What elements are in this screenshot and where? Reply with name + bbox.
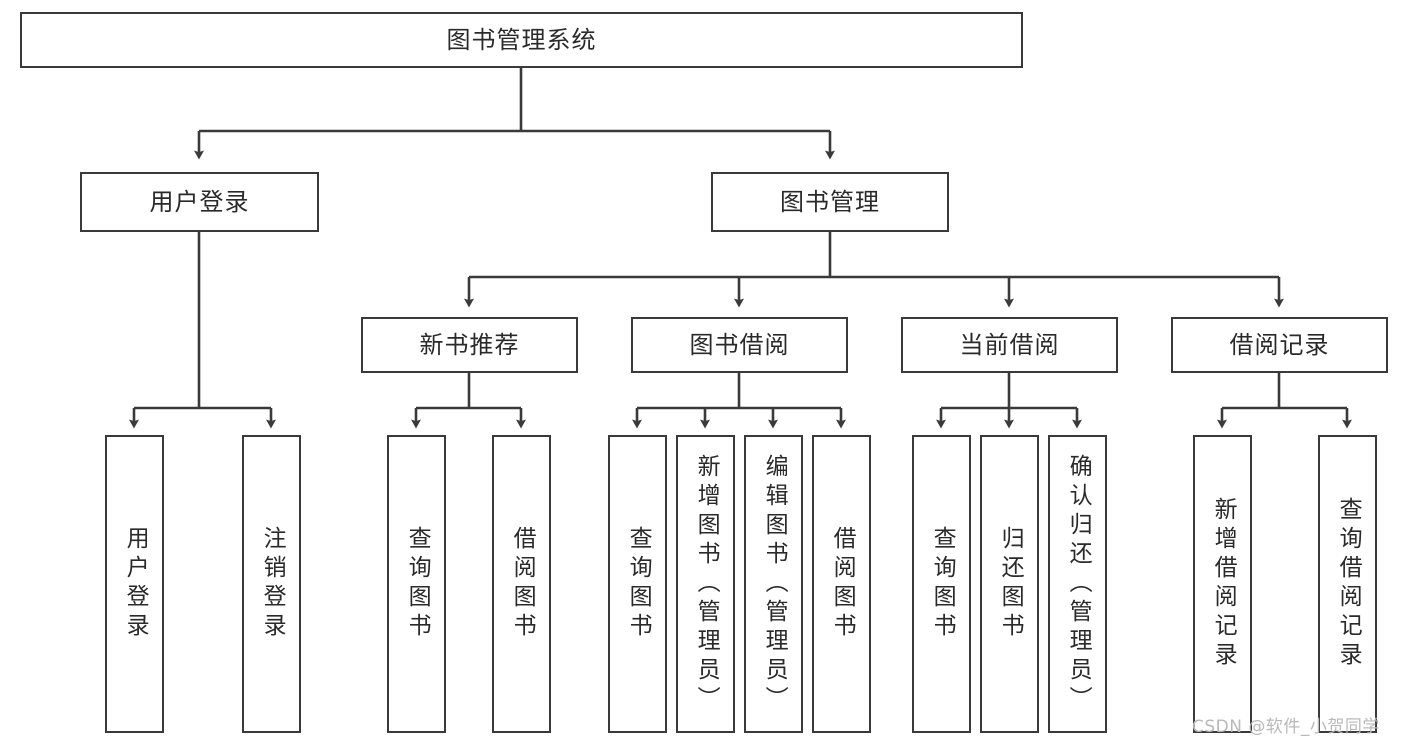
- leaf-book-borrow-edit[interactable]: 编辑图书（管理员）: [744, 435, 803, 733]
- leaf-user-login-login[interactable]: 用户登录: [105, 435, 164, 733]
- leaf-book-borrow-borrow[interactable]: 借阅图书: [812, 435, 871, 733]
- node-user-login[interactable]: 用户登录: [80, 172, 319, 232]
- node-label: 新增借阅记录: [1210, 497, 1237, 671]
- node-label: 新书推荐: [419, 330, 520, 359]
- leaf-book-borrow-query[interactable]: 查询图书: [608, 435, 667, 733]
- leaf-book-borrow-add[interactable]: 新增图书（管理员）: [676, 435, 735, 733]
- node-label: 确认归还（管理员）: [1065, 453, 1092, 715]
- leaf-new-book-borrow[interactable]: 借阅图书: [492, 435, 551, 733]
- node-root-system[interactable]: 图书管理系统: [20, 12, 1023, 68]
- leaf-borrow-record-query[interactable]: 查询借阅记录: [1318, 435, 1377, 733]
- node-label: 查询图书: [625, 526, 652, 642]
- node-book-borrow[interactable]: 图书借阅: [631, 317, 848, 373]
- node-label: 查询借阅记录: [1335, 497, 1362, 671]
- node-label: 编辑图书（管理员）: [761, 453, 788, 715]
- node-current-borrow[interactable]: 当前借阅: [901, 317, 1118, 373]
- node-label: 归还图书: [997, 526, 1024, 642]
- node-label: 图书管理: [780, 187, 880, 216]
- node-label: 注销登录: [259, 526, 286, 642]
- node-label: 新增图书（管理员）: [693, 453, 720, 715]
- node-label: 查询图书: [929, 526, 956, 642]
- node-label: 图书借阅: [689, 330, 790, 359]
- node-label: 查询图书: [404, 526, 431, 642]
- leaf-borrow-record-add[interactable]: 新增借阅记录: [1193, 435, 1252, 733]
- csdn-watermark: CSDN @软件_小贺同学: [1192, 717, 1380, 737]
- leaf-new-book-query[interactable]: 查询图书: [387, 435, 446, 733]
- node-label: 借阅记录: [1229, 330, 1330, 359]
- node-label: 用户登录: [149, 187, 250, 216]
- leaf-current-borrow-return[interactable]: 归还图书: [980, 435, 1039, 733]
- node-label: 借阅图书: [829, 526, 856, 642]
- node-label: 用户登录: [122, 526, 149, 642]
- node-new-book-recommend[interactable]: 新书推荐: [361, 317, 578, 373]
- leaf-current-borrow-confirm[interactable]: 确认归还（管理员）: [1048, 435, 1107, 733]
- leaf-user-login-logout[interactable]: 注销登录: [242, 435, 301, 733]
- node-label: 借阅图书: [509, 526, 536, 642]
- node-book-management[interactable]: 图书管理: [711, 172, 949, 232]
- node-borrow-record[interactable]: 借阅记录: [1171, 317, 1388, 373]
- node-label: 当前借阅: [959, 330, 1060, 359]
- node-label: 图书管理系统: [446, 25, 597, 54]
- leaf-current-borrow-query[interactable]: 查询图书: [912, 435, 971, 733]
